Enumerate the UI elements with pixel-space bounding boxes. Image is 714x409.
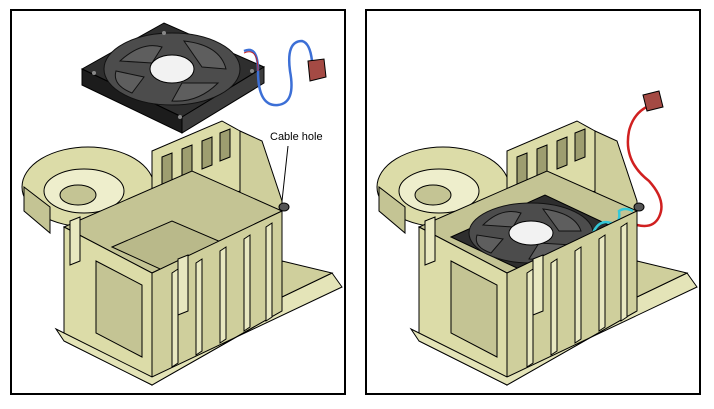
right-illustration-panel (365, 9, 701, 395)
left-illustration-panel: Cable hole (10, 9, 346, 395)
fan-connector (307, 58, 327, 82)
cable-hole (278, 202, 290, 212)
callout-leader-line (281, 145, 289, 202)
loose-fan (80, 22, 266, 134)
installed-fan-hub (508, 220, 554, 246)
cable-hole-callout-label: Cable hole (270, 131, 323, 143)
left-fan-assembly-drawing (21, 22, 343, 386)
fan-housing (21, 120, 343, 386)
right-fan-installed-drawing (376, 90, 698, 386)
fan-hub (149, 54, 195, 84)
installed-fan-connector (642, 90, 664, 112)
fan-housing-installed (376, 120, 698, 386)
